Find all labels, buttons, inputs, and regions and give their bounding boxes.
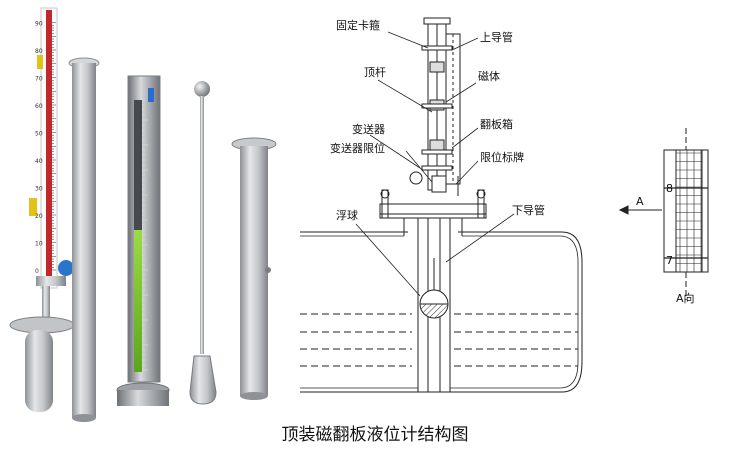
yellow-marker <box>29 198 37 216</box>
red-scale-labels: 90 80 70 60 50 40 30 20 10 0 <box>35 21 43 276</box>
scale-number: 40 <box>35 158 43 165</box>
product-photo-steel-pipe <box>68 57 100 422</box>
label-transmitter-limit: 变送器限位 <box>330 141 385 155</box>
tank-shell <box>300 231 583 393</box>
a-view-detail <box>618 128 709 300</box>
label-fixed-clamp: 固定卡箍 <box>336 18 380 32</box>
product-photo-red-scale-gauge <box>9 7 75 412</box>
view-direction-label: A向 <box>676 291 695 305</box>
product-photo-green-bar-gauge <box>116 75 170 406</box>
figure-caption: 顶装磁翻板液位计结构图 <box>281 425 469 445</box>
label-limit-sign: 限位标牌 <box>480 150 524 164</box>
product-photo-rod-float <box>189 81 217 405</box>
product-photo-flanged-tube <box>231 137 277 400</box>
scale-number: 80 <box>35 48 43 55</box>
detail-tick-8: 8 <box>666 182 673 195</box>
green-scale-ticks <box>142 99 148 371</box>
scale-number: 60 <box>35 103 43 110</box>
label-upper-guide-tube: 上导管 <box>480 30 513 44</box>
structure-drawing <box>300 17 583 393</box>
blue-knob <box>58 260 74 276</box>
scale-number: 20 <box>35 213 43 220</box>
scale-number: 70 <box>35 76 43 83</box>
scale-number: 90 <box>35 21 43 28</box>
label-flap-box: 翻板箱 <box>480 117 513 131</box>
label-push-rod: 顶杆 <box>364 65 386 79</box>
label-lower-guide-tube: 下导管 <box>512 203 545 217</box>
yellow-marker <box>37 55 43 69</box>
red-scale-ticks <box>52 22 56 271</box>
scale-number: 30 <box>35 186 43 193</box>
scale-number: 50 <box>35 131 43 138</box>
label-magnet: 磁体 <box>478 69 500 83</box>
label-transmitter: 变送器 <box>352 122 385 136</box>
detail-tick-7: 7 <box>666 254 673 267</box>
view-arrow-label: A <box>636 195 644 208</box>
scale-number: 10 <box>35 241 43 248</box>
label-float-ball: 浮球 <box>336 208 358 222</box>
view-arrowhead <box>618 205 629 215</box>
green-level-bar <box>134 230 142 372</box>
scale-number: 0 <box>35 268 39 275</box>
